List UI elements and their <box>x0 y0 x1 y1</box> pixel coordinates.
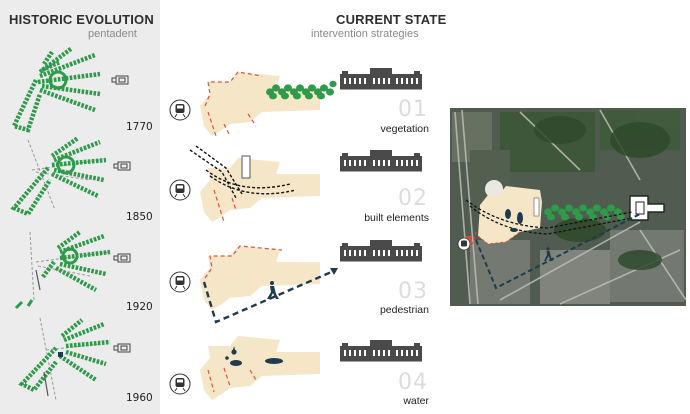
strategy-label-water: water <box>403 395 429 407</box>
strategy-diagram-water <box>169 336 422 400</box>
strategy-label-pedestrian: pedestrian <box>379 304 429 316</box>
year-label-1920: 1920 <box>126 301 153 313</box>
strategy-label-built-elements: built elements <box>364 212 429 224</box>
train-icon <box>169 179 191 201</box>
strategy-number-04: 04 <box>398 370 428 395</box>
historic-plan-1770 <box>10 46 129 133</box>
historic-plan-1920 <box>14 230 131 310</box>
historic-title: HISTORIC EVOLUTION <box>9 12 154 27</box>
train-icon <box>169 271 191 293</box>
strategy-label-vegetation: vegetation <box>380 123 429 135</box>
historic-subtitle: pentadent <box>88 28 137 40</box>
historic-plan-1960 <box>18 317 131 401</box>
historic-plan-1850 <box>10 136 131 217</box>
strategy-number-01: 01 <box>398 97 428 122</box>
year-label-1850: 1850 <box>126 211 153 223</box>
strategy-diagram-built-elements <box>169 145 422 223</box>
train-icon <box>169 99 191 121</box>
train-icon <box>169 373 191 395</box>
year-label-1960: 1960 <box>126 392 153 404</box>
aerial-map <box>450 108 687 306</box>
strategy-number-02: 02 <box>398 186 428 211</box>
current-subtitle: intervention strategies <box>311 28 419 40</box>
strategy-number-03: 03 <box>398 279 428 304</box>
strategy-diagram-vegetation <box>169 68 422 137</box>
current-title: CURRENT STATE <box>336 12 447 27</box>
strategy-diagram-pedestrian <box>169 240 422 324</box>
year-label-1770: 1770 <box>126 121 153 133</box>
